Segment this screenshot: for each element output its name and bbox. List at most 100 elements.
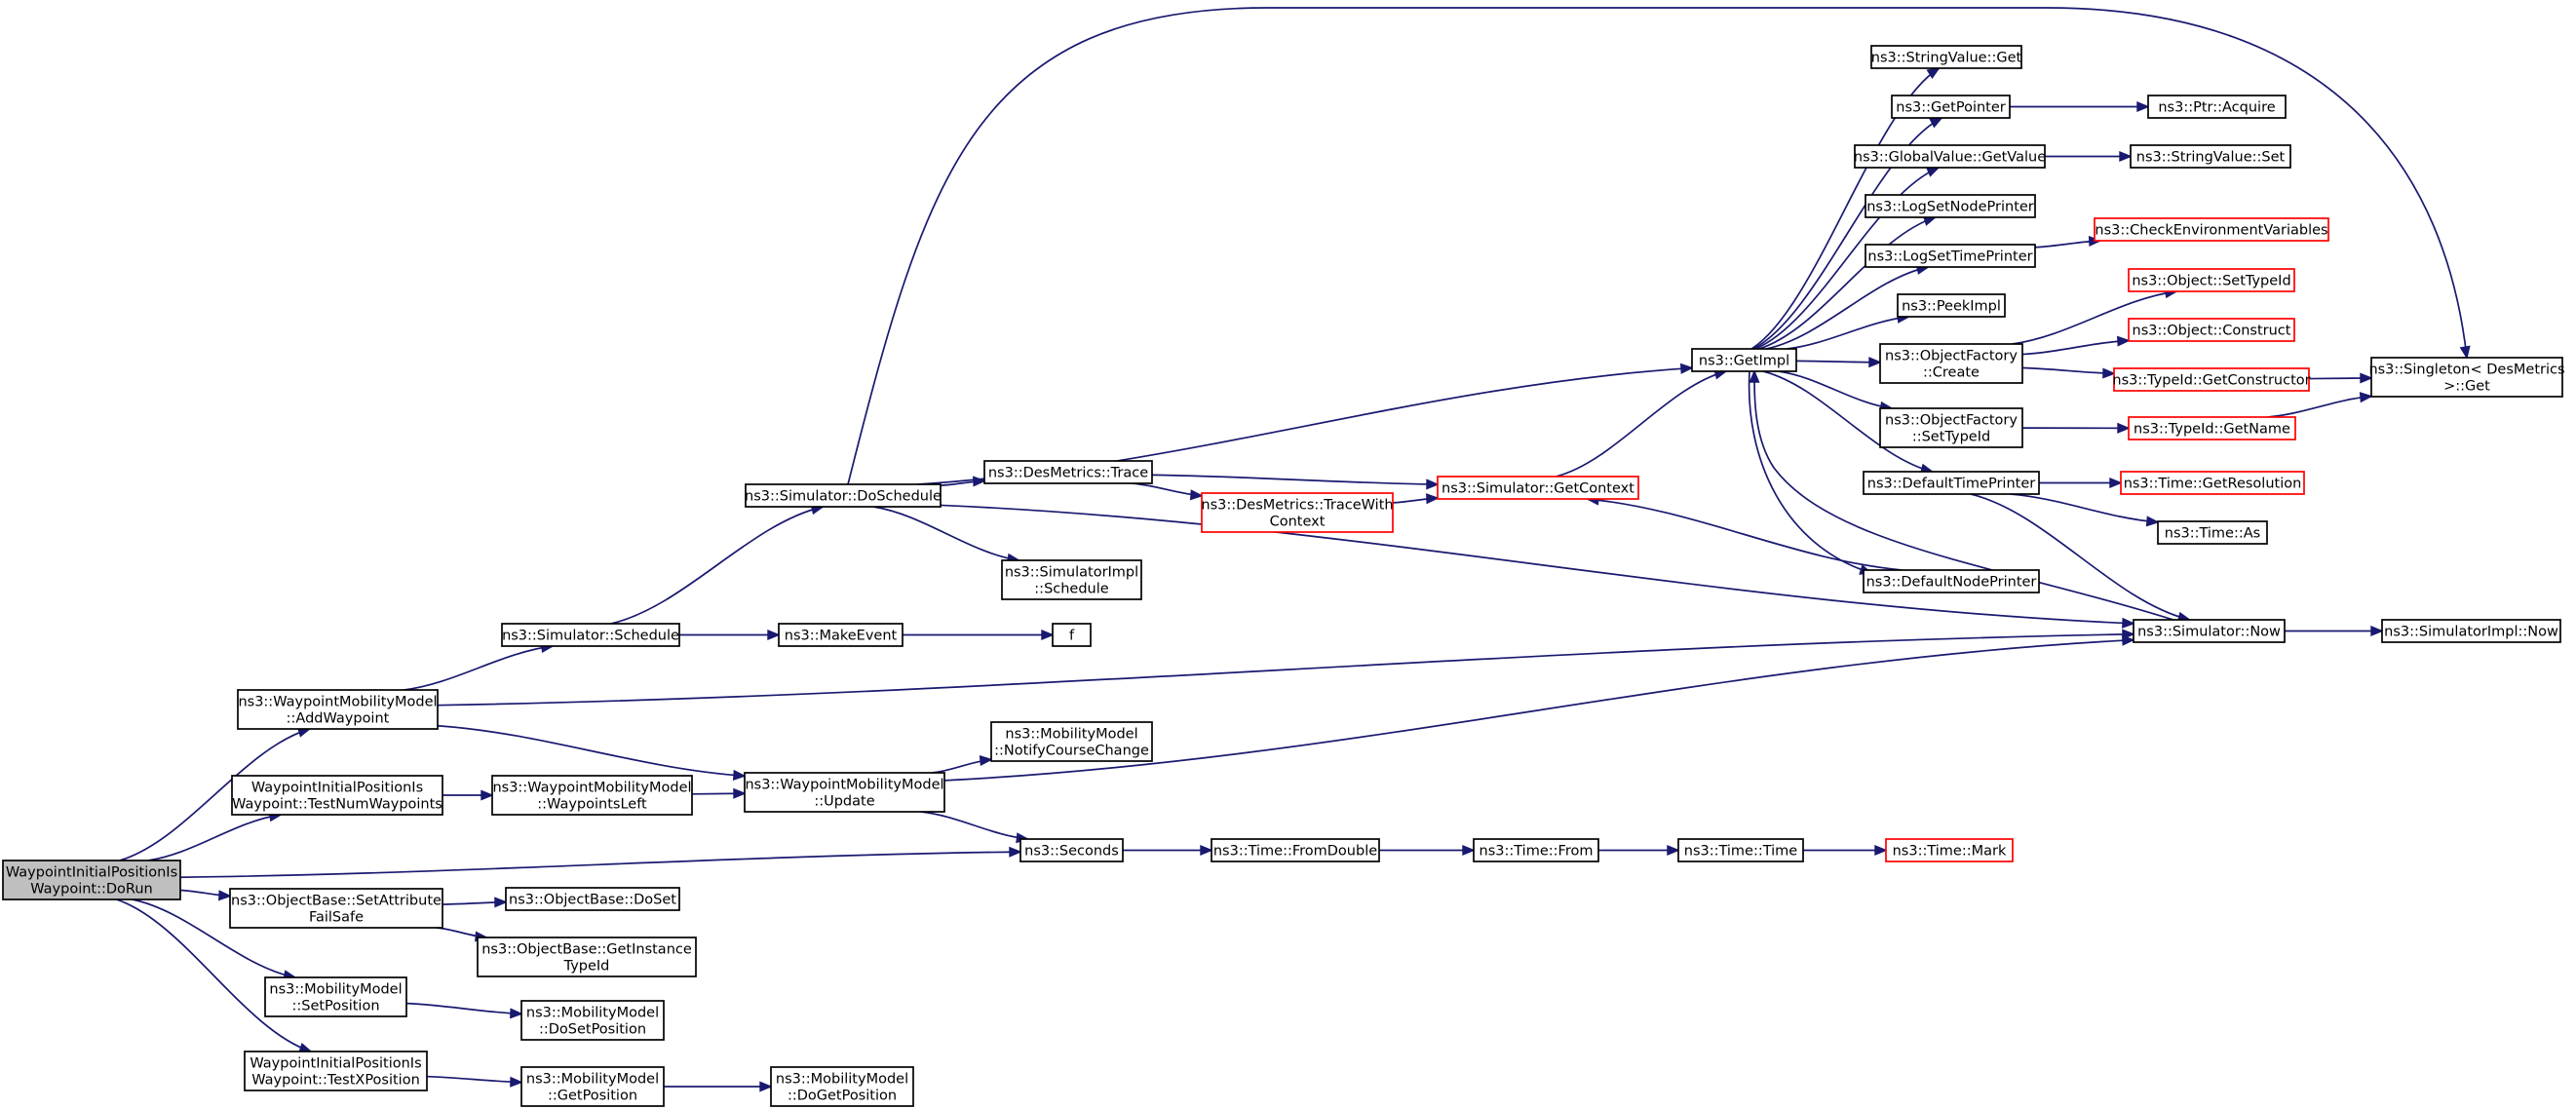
- node-doGetPos[interactable]: ns3::MobilityModel::DoGetPosition: [770, 1066, 914, 1107]
- node-desTrace[interactable]: ns3::DesMetrics::Trace: [983, 460, 1153, 484]
- edge-ofSetTypeId-to-typeIdGetName: [2021, 422, 2131, 434]
- node-label: ns3::Simulator::Now: [2137, 625, 2281, 640]
- node-box: [2370, 357, 2563, 398]
- node-objSetTypeId[interactable]: ns3::Object::SetTypeId: [2128, 268, 2295, 292]
- arrowhead-icon: [979, 755, 993, 767]
- node-label: FailSafe: [309, 910, 364, 926]
- node-ofCreate[interactable]: ns3::ObjectFactory::Create: [1879, 343, 2023, 384]
- edge-line: [1762, 370, 1933, 473]
- node-label: ::Create: [1923, 365, 1980, 381]
- node-getPos[interactable]: ns3::MobilityModel::GetPosition: [520, 1066, 665, 1107]
- node-update[interactable]: ns3::WaypointMobilityModel::Update: [744, 772, 945, 813]
- node-makeEvent[interactable]: ns3::MakeEvent: [778, 623, 904, 647]
- node-defaultTimePrinter[interactable]: ns3::DefaultTimePrinter: [1863, 471, 2040, 495]
- node-box: [1865, 194, 2036, 218]
- node-objConstruct[interactable]: ns3::Object::Construct: [2128, 318, 2295, 342]
- node-fromDouble[interactable]: ns3::Time::FromDouble: [1211, 838, 1380, 862]
- node-waypointsLeft[interactable]: ns3::WaypointMobilityModel::WaypointsLef…: [491, 775, 693, 816]
- edge-simNow-to-getImpl: [1749, 369, 2174, 621]
- node-notify[interactable]: ns3::MobilityModel::NotifyCourseChange: [990, 721, 1153, 762]
- node-box: [1052, 623, 1092, 647]
- node-label: ns3::SimulatorImpl::Now: [2384, 625, 2558, 640]
- node-label: ns3::ObjectBase::DoSet: [509, 893, 676, 908]
- edge-line: [1750, 67, 1940, 350]
- node-label: ns3::Object::Construct: [2133, 324, 2291, 339]
- node-setPos[interactable]: ns3::MobilityModel::SetPosition: [264, 976, 407, 1017]
- node-getResolution[interactable]: ns3::Time::GetResolution: [2120, 471, 2305, 495]
- node-checkEnv[interactable]: ns3::CheckEnvironmentVariables: [2094, 217, 2329, 242]
- node-box: [1691, 348, 1797, 372]
- node-label: ns3::Time::Mark: [1893, 844, 2007, 860]
- node-globalGet[interactable]: ns3::GlobalValue::GetValue: [1854, 144, 2046, 169]
- node-stringGet[interactable]: ns3::StringValue::Get: [1870, 45, 2022, 69]
- node-label: ns3::Time::Time: [1684, 844, 1798, 860]
- node-box: [1863, 569, 2040, 593]
- edge-line: [426, 1075, 522, 1084]
- node-ofSetTypeId[interactable]: ns3::ObjectFactory::SetTypeId: [1879, 407, 2023, 448]
- node-box: [2128, 268, 2295, 292]
- node-getPointer[interactable]: ns3::GetPointer: [1891, 95, 2011, 119]
- arrowhead-icon: [2122, 617, 2135, 629]
- edge-ofCreate-to-objConstruct: [2021, 335, 2131, 356]
- node-singleton[interactable]: ns3::Singleton< DesMetrics>::Get: [2368, 357, 2565, 398]
- node-logSetTime[interactable]: ns3::LogSetTimePrinter: [1865, 244, 2036, 268]
- edge-line: [2010, 493, 2159, 523]
- node-from[interactable]: ns3::Time::From: [1473, 838, 1599, 862]
- node-doSchedule[interactable]: ns3::Simulator::DoSchedule: [745, 483, 942, 508]
- node-defaultNodePrinter[interactable]: ns3::DefaultNodePrinter: [1863, 569, 2040, 593]
- node-timeAs[interactable]: ns3::Time::As: [2157, 520, 2268, 545]
- edge-setAttr-to-doSet: [442, 897, 508, 908]
- node-box: [2113, 367, 2310, 392]
- node-label: ::Update: [814, 794, 874, 810]
- node-getContext[interactable]: ns3::Simulator::GetContext: [1437, 476, 1639, 500]
- node-getImpl[interactable]: ns3::GetImpl: [1691, 348, 1797, 372]
- arrowhead-icon: [2145, 516, 2160, 527]
- node-doSet[interactable]: ns3::ObjectBase::DoSet: [505, 887, 680, 911]
- node-label: TypeId: [563, 959, 610, 975]
- node-addWaypoint[interactable]: ns3::WaypointMobilityModel::AddWaypoint: [237, 689, 439, 730]
- node-logSetNode[interactable]: ns3::LogSetNodePrinter: [1865, 194, 2036, 218]
- node-typeIdGetName[interactable]: ns3::TypeId::GetName: [2128, 416, 2296, 440]
- node-ptrAcquire[interactable]: ns3::Ptr::Acquire: [2147, 95, 2287, 119]
- edge-root-to-seconds: [179, 846, 1022, 879]
- node-box: [501, 623, 680, 647]
- node-seconds[interactable]: ns3::Seconds: [1019, 838, 1124, 862]
- node-label: ns3::CheckEnvironmentVariables: [2095, 223, 2327, 239]
- edge-addWaypoint-to-update: [437, 724, 747, 781]
- node-schedule[interactable]: ns3::Simulator::Schedule: [501, 623, 680, 647]
- node-testNum[interactable]: WaypointInitialPositionIsWaypoint::TestN…: [231, 775, 443, 816]
- edge-getImpl-to-ofCreate: [1795, 357, 1882, 368]
- node-label: ns3::MobilityModel: [269, 982, 402, 998]
- edge-line: [847, 7, 2468, 485]
- node-label: ns3::Singleton< DesMetrics: [2368, 363, 2564, 378]
- node-label: ns3::TypeId::GetName: [2134, 422, 2290, 438]
- arrowhead-icon: [2119, 150, 2133, 163]
- node-label: ns3::Seconds: [1024, 844, 1119, 860]
- edge-setPos-to-doSetPos: [405, 1002, 523, 1019]
- node-timeMark[interactable]: ns3::Time::Mark: [1885, 838, 2014, 862]
- node-simNow[interactable]: ns3::Simulator::Now: [2133, 619, 2286, 643]
- edge-line: [179, 851, 1021, 879]
- edge-doSchedule-to-simNow: [940, 504, 2135, 629]
- arrowhead-icon: [1200, 844, 1213, 857]
- edge-line: [116, 899, 312, 1052]
- arrowhead-icon: [218, 890, 232, 901]
- edge-globalGet-to-stringSet: [2045, 150, 2133, 163]
- node-f[interactable]: f: [1052, 623, 1092, 647]
- node-label: ns3::DefaultTimePrinter: [1867, 477, 2035, 492]
- edge-update-to-simNow: [943, 634, 2135, 782]
- node-simImplNow[interactable]: ns3::SimulatorImpl::Now: [2381, 619, 2561, 643]
- node-label: ns3::GetPointer: [1896, 100, 2006, 116]
- node-box: [1870, 45, 2022, 69]
- node-testX[interactable]: WaypointInitialPositionIsWaypoint::TestX…: [244, 1051, 428, 1091]
- node-peekImpl[interactable]: ns3::PeekImpl: [1897, 293, 2006, 318]
- node-stringSet[interactable]: ns3::StringValue::Set: [2130, 144, 2291, 169]
- node-simImplSchedule[interactable]: ns3::SimulatorImpl::Schedule: [1001, 559, 1142, 600]
- node-getConstructor[interactable]: ns3::TypeId::GetConstructor: [2112, 367, 2311, 392]
- node-timeTime[interactable]: ns3::Time::Time: [1677, 838, 1804, 862]
- node-doSetPos[interactable]: ns3::MobilityModel::DoSetPosition: [520, 1000, 665, 1041]
